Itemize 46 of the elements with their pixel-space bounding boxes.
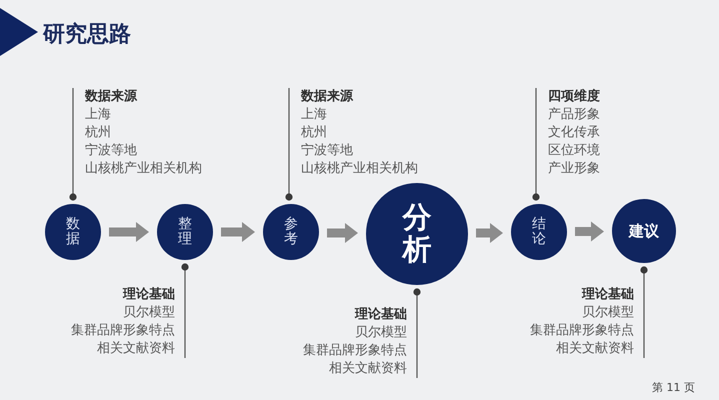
list-item: 山核桃产业相关机构 [301,160,418,178]
arrow [109,222,149,242]
arrow [476,223,503,243]
step-label: 建议 [629,222,659,240]
arrow [327,223,358,243]
leader-line [640,266,648,358]
list-item: 贝尔模型 [355,324,407,342]
list-item: 相关文献资料 [329,360,407,378]
list-heading: 数据来源 [301,88,353,106]
list-item: 上海 [85,106,111,124]
list-item: 相关文献资料 [97,340,175,358]
leader-line [532,88,540,201]
list-item: 杭州 [85,124,111,142]
list-heading: 理论基础 [582,286,634,304]
page-number: 第 11 页 [652,380,695,395]
leader-line [413,288,421,378]
list-item: 宁波等地 [85,142,137,160]
list-heading: 数据来源 [85,88,137,106]
list-item: 相关文献资料 [556,340,634,358]
arrow [221,222,255,242]
step-label: 分析 [402,202,432,266]
list-item: 贝尔模型 [582,304,634,322]
leader-line [181,263,189,358]
leader-line [69,88,77,201]
step-label: 数据 [66,216,80,248]
list-item: 产业形象 [548,160,600,178]
step-label: 参考 [284,216,298,248]
list-item: 杭州 [301,124,327,142]
list-heading: 四项维度 [548,88,600,106]
list-item: 山核桃产业相关机构 [85,160,202,178]
list-item: 贝尔模型 [123,304,175,322]
list-item: 集群品牌形象特点 [303,342,407,360]
slide-title: 研究思路 [43,21,131,49]
arrow [575,222,604,242]
list-item: 上海 [301,106,327,124]
list-item: 宁波等地 [301,142,353,160]
list-item: 文化传承 [548,124,600,142]
list-heading: 理论基础 [355,306,407,324]
list-item: 集群品牌形象特点 [71,322,175,340]
list-item: 区位环境 [548,142,600,160]
list-item: 集群品牌形象特点 [530,322,634,340]
list-item: 产品形象 [548,106,600,124]
step-label: 结论 [532,216,546,248]
leader-line [285,88,293,201]
list-heading: 理论基础 [123,286,175,304]
step-label: 整理 [178,216,192,248]
